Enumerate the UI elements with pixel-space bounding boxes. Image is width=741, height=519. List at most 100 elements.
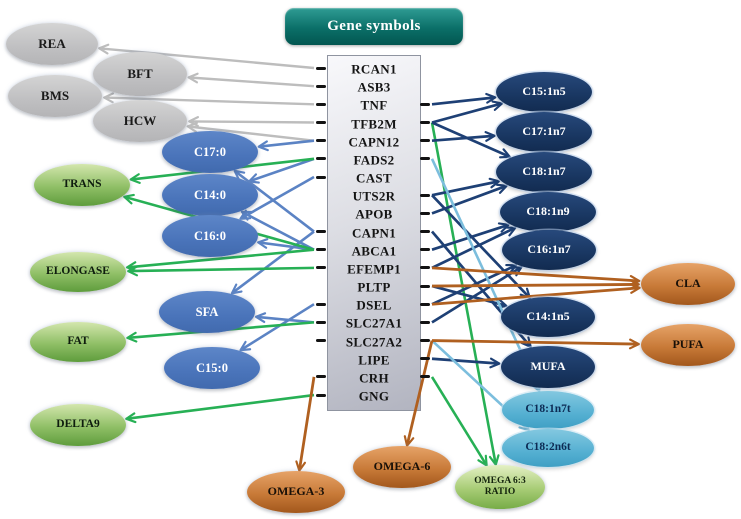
edge-tfb2m-to-c18-1n7 bbox=[431, 121, 511, 159]
node-rea: REA bbox=[6, 23, 98, 65]
edge-dsel-to-cla bbox=[431, 283, 641, 306]
edge-tfb2m-to-hcw bbox=[188, 116, 315, 127]
gene-label-tfb2m: TFB2M bbox=[351, 116, 397, 131]
node-label: OMEGA 6:3 bbox=[474, 476, 526, 487]
node-label: C16:0 bbox=[194, 228, 226, 243]
node-label: C16:1n7 bbox=[527, 242, 571, 257]
edge-lipe-to-mufa bbox=[431, 357, 501, 369]
edge-slc27a1-to-c16-1n7 bbox=[431, 265, 523, 324]
node-label: MUFA bbox=[530, 359, 566, 374]
edge-slc27a2-to-omega-6 bbox=[403, 340, 434, 447]
edge-fads2-to-c14-0 bbox=[248, 157, 315, 184]
tick-right-lipe bbox=[420, 357, 430, 361]
edge-capn12-to-c17-1n7 bbox=[431, 131, 496, 143]
tick-left-tnf bbox=[316, 102, 326, 106]
edge-efemp1-to-elongase bbox=[127, 265, 315, 277]
gene-label-uts2r: UTS2R bbox=[352, 188, 396, 204]
edge-slc27a1-to-sfa bbox=[254, 312, 315, 324]
edge-abca1-to-elongase bbox=[125, 248, 315, 272]
node-label: TRANS bbox=[62, 178, 102, 191]
node-delta9: DELTA9 bbox=[30, 404, 126, 446]
gene-label-fads2: FADS2 bbox=[353, 152, 395, 168]
node-label: C15:0 bbox=[196, 360, 228, 375]
gene-label-capn12: CAPN12 bbox=[348, 134, 400, 150]
tick-right-tnf bbox=[420, 102, 430, 106]
node-trans: TRANS bbox=[34, 164, 130, 206]
tick-right-slc27a1 bbox=[420, 320, 430, 324]
edge-tnf-to-bms bbox=[103, 92, 315, 106]
tick-left-rcan1 bbox=[316, 66, 326, 70]
node-label: DELTA9 bbox=[56, 418, 100, 431]
edge-gng-to-delta9 bbox=[125, 393, 315, 424]
edge-uts2r-to-c14-1n5 bbox=[431, 194, 531, 300]
node-label: FAT bbox=[67, 335, 89, 348]
edge-efemp1-to-cla bbox=[431, 266, 641, 286]
tick-left-dsel bbox=[316, 302, 326, 306]
node-c15-0: C15:0 bbox=[164, 347, 260, 389]
edge-slc27a2-to-pufa bbox=[431, 338, 640, 350]
node-c14-1n5: C14:1n5 bbox=[501, 297, 595, 337]
gene-label-cast: CAST bbox=[356, 170, 392, 186]
node-label: C18:2n6t bbox=[525, 441, 571, 454]
node-label: BFT bbox=[127, 65, 153, 81]
node-c17-1n7: C17:1n7 bbox=[496, 112, 592, 152]
tick-right-dsel bbox=[420, 302, 430, 306]
node-c15-1n5: C15:1n5 bbox=[496, 72, 592, 112]
tick-left-tfb2m bbox=[316, 121, 326, 124]
edge-uts2r-to-c18-1n7 bbox=[431, 177, 501, 197]
node-label-line2: RATIO bbox=[484, 487, 516, 497]
node-sfa: SFA bbox=[159, 291, 255, 333]
tick-left-gng bbox=[316, 393, 326, 397]
node-c18-2n6t: C18:2n6t bbox=[502, 429, 594, 467]
gene-label-efemp1: EFEMP1 bbox=[347, 261, 401, 277]
node-c18-1n9: C18:1n9 bbox=[500, 192, 596, 232]
tick-right-apob bbox=[420, 211, 430, 215]
node-c18-1n7: C18:1n7 bbox=[496, 152, 592, 192]
tick-left-capn12 bbox=[316, 139, 326, 143]
node-label: C14:0 bbox=[194, 187, 226, 202]
node-c18-1n7t: C18:1n7t bbox=[502, 391, 594, 429]
gene-label-rcan1: RCAN1 bbox=[351, 61, 397, 77]
node-label: OMEGA-6 bbox=[373, 459, 431, 474]
node-label: REA bbox=[38, 35, 66, 51]
node-mufa: MUFA bbox=[501, 346, 595, 388]
tick-left-asb3 bbox=[316, 84, 326, 88]
node-label: CLA bbox=[675, 276, 701, 291]
edge-abca1-to-c14-0 bbox=[240, 210, 315, 251]
gene-label-asb3: ASB3 bbox=[357, 79, 391, 95]
node-hcw: HCW bbox=[93, 100, 187, 142]
tick-right-slc27a2 bbox=[420, 339, 430, 343]
gene-label-crh: CRH bbox=[359, 370, 389, 386]
node-label: C18:1n7 bbox=[522, 164, 566, 179]
gene-label-apob: APOB bbox=[355, 206, 393, 222]
tick-left-fads2 bbox=[316, 157, 326, 161]
gene-label-gng: GNG bbox=[358, 388, 390, 404]
tick-right-capn12 bbox=[420, 139, 430, 143]
edge-crh-to-ratio bbox=[430, 376, 488, 467]
tick-left-crh bbox=[316, 375, 326, 379]
node-omega-3: OMEGA-3 bbox=[247, 471, 345, 513]
gene-label-dsel: DSEL bbox=[356, 297, 392, 313]
node-label: C14:1n5 bbox=[526, 309, 570, 324]
tick-left-cast bbox=[316, 175, 326, 179]
tick-right-pltp bbox=[420, 284, 430, 288]
node-c17-0: C17:0 bbox=[162, 131, 258, 173]
node-label: C18:1n9 bbox=[526, 204, 570, 219]
edge-asb3-to-bft bbox=[187, 72, 315, 88]
gene-label-lipe: LIPE bbox=[358, 352, 390, 368]
gene-label-pltp: PLTP bbox=[357, 279, 391, 295]
node-bft: BFT bbox=[93, 52, 187, 96]
tick-right-efemp1 bbox=[420, 266, 430, 270]
tick-left-abca1 bbox=[316, 248, 326, 252]
edge-tfb2m-to-c15-1n5 bbox=[431, 100, 504, 124]
gene-panel-header: Gene symbols bbox=[285, 8, 463, 45]
node-label: PUFA bbox=[672, 337, 704, 352]
edge-apob-to-c18-1n7 bbox=[431, 183, 508, 215]
gene-label-slc27a1: SLC27A1 bbox=[345, 315, 403, 331]
edge-dsel-to-c15-0 bbox=[239, 303, 315, 352]
tick-left-slc27a1 bbox=[316, 320, 326, 324]
tick-right-abca1 bbox=[420, 248, 430, 252]
